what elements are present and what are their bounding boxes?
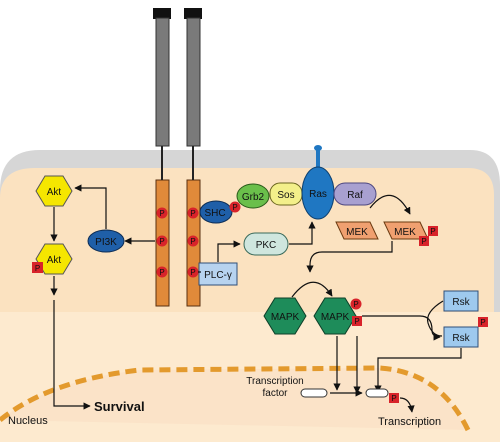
mapk-1-node: MAPK — [263, 297, 307, 335]
transcription-factor-inactive — [300, 388, 328, 398]
shc-label: SHC — [204, 208, 225, 219]
arrow-to-transcription — [399, 397, 415, 413]
pi3k-label: PI3K — [95, 237, 117, 248]
mapk-phospho-badge-1: P — [350, 298, 362, 310]
nucleus-label: Nucleus — [8, 415, 48, 427]
phospho-badge: P — [187, 266, 199, 278]
svg-text:P: P — [480, 318, 485, 327]
grb2-label: Grb2 — [242, 192, 265, 203]
pkc-label: PKC — [256, 240, 277, 251]
arrow-mapk-activation — [291, 281, 333, 298]
nucleus: Nucleus — [0, 365, 471, 432]
shc-phospho-badge: P — [229, 201, 241, 213]
phospho-badge: P — [187, 235, 199, 247]
svg-text:P: P — [391, 394, 396, 403]
plc-node: PLC-γ — [198, 262, 238, 286]
plc-label: PLC-γ — [204, 270, 232, 281]
svg-text:P: P — [353, 300, 358, 309]
akt-top-node: Akt — [35, 175, 73, 207]
svg-text:P: P — [35, 264, 40, 273]
rsk-1-label: Rsk — [452, 297, 470, 308]
shc-node: SHC — [199, 200, 233, 224]
arrow-mek-to-mapk — [306, 241, 393, 273]
arrow-rsk-to-tf — [374, 348, 462, 393]
mapk-phospho-badge-2: P — [352, 316, 362, 326]
rsk-1-node: Rsk — [443, 290, 479, 312]
rsk-phospho-badge: P — [478, 317, 488, 327]
mek-1-label: MEK — [346, 227, 368, 238]
akt-bottom-node: Akt P — [32, 243, 73, 275]
arrow-raf-to-mek — [369, 194, 411, 215]
receptor-left-extracellular — [155, 17, 170, 147]
akt-top-label: Akt — [47, 187, 62, 198]
arrow-pi3k-to-akt — [74, 184, 107, 229]
svg-text:P: P — [190, 237, 195, 246]
svg-text:P: P — [430, 227, 435, 236]
raf-label: Raf — [347, 190, 363, 201]
receptor-phosphates: P P P P P P — [156, 207, 199, 278]
transcription-factor-active — [365, 388, 389, 398]
transcription-label: Transcription — [378, 416, 441, 428]
grb2-node: Grb2 — [236, 183, 270, 209]
pkc-node: PKC — [243, 232, 289, 256]
arrow-pkc-to-ras — [289, 221, 316, 245]
mek-2-label: MEK — [394, 227, 416, 238]
svg-text:P: P — [159, 237, 164, 246]
rsk-2-label: Rsk — [452, 333, 470, 344]
phospho-badge: P — [187, 207, 199, 219]
mapk-2-node: MAPK — [313, 297, 357, 335]
mek-phospho-badge-1: P — [428, 226, 438, 236]
raf-node: Raf — [333, 182, 377, 206]
receptor-right-extracellular — [186, 17, 201, 147]
phospho-badge: P — [156, 207, 168, 219]
sos-node: Sos — [269, 182, 303, 206]
mapk-2-label: MAPK — [321, 312, 350, 323]
pi3k-node: PI3K — [87, 229, 125, 253]
nucleus-membrane — [0, 365, 471, 432]
akt-bottom-label: Akt — [47, 255, 62, 266]
survival-label: Survival — [94, 399, 145, 414]
phospho-badge: P — [156, 266, 168, 278]
arrow-mapk-to-rsk — [362, 315, 441, 341]
mek-1-node: MEK — [335, 221, 379, 240]
svg-text:P: P — [421, 237, 426, 246]
mek-phospho-badge-2: P — [419, 236, 429, 246]
arrow-akt-to-survival-2 — [53, 300, 91, 410]
receptor-right-cap — [184, 8, 202, 19]
svg-text:P: P — [232, 203, 237, 212]
akt-phospho-badge: P — [32, 262, 43, 273]
receptor-left-cap — [153, 8, 171, 19]
svg-text:P: P — [354, 317, 359, 326]
svg-text:P: P — [159, 209, 164, 218]
rsk-2-node: Rsk — [443, 326, 479, 348]
arrow-rsk-activation — [426, 300, 444, 337]
tf-phospho-badge: P — [389, 393, 399, 403]
sos-label: Sos — [277, 190, 294, 201]
transcription-factor-label-line2: factor — [262, 388, 288, 399]
transcription-factor-label-line1: Transcription — [246, 376, 303, 387]
ras-node: Ras — [301, 145, 335, 220]
phospho-badge: P — [156, 235, 168, 247]
svg-text:P: P — [159, 268, 164, 277]
svg-text:P: P — [190, 209, 195, 218]
svg-text:P: P — [190, 268, 195, 277]
mapk-1-label: MAPK — [271, 312, 300, 323]
arrow-plc-to-pkc — [217, 240, 241, 262]
ras-label: Ras — [309, 189, 327, 200]
